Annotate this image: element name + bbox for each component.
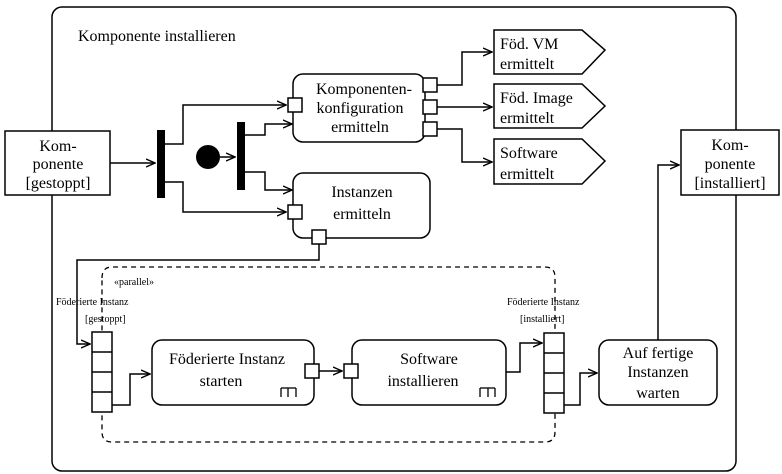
initial-node bbox=[196, 145, 220, 169]
flows bbox=[76, 52, 679, 406]
rake-icon bbox=[280, 387, 297, 397]
signal-image bbox=[493, 83, 607, 129]
expansion-region bbox=[101, 266, 556, 443]
pin-instances-out bbox=[311, 229, 327, 245]
action-config-line-3: ermitteln bbox=[331, 119, 389, 136]
action-instances-line-1: Instanzen bbox=[331, 184, 392, 201]
pin-start-out bbox=[304, 363, 320, 379]
signal-image-line-1: Föd. Image bbox=[500, 90, 573, 107]
collection-in-label-1: Föderierte Instanz bbox=[56, 297, 129, 308]
output-param-line-3: [installiert] bbox=[694, 175, 765, 192]
pin-config-out-1 bbox=[422, 77, 438, 93]
region-label: «parallel» bbox=[114, 277, 154, 288]
action-install-line-1: Software bbox=[400, 351, 458, 368]
pin-install-in bbox=[343, 363, 359, 379]
pin-config-out-2 bbox=[422, 99, 438, 115]
input-param-line-1: Kom- bbox=[39, 138, 76, 155]
pin-config-out-3 bbox=[422, 121, 438, 137]
collection-out bbox=[543, 332, 565, 414]
input-param-line-3: [gestoppt] bbox=[26, 175, 91, 192]
join-bar bbox=[237, 122, 245, 190]
collection-out-label-2: [installiert] bbox=[520, 314, 564, 325]
signal-vm bbox=[493, 29, 607, 75]
collection-in-label-2: [gestoppt] bbox=[85, 314, 126, 325]
activity-title: Komponente installieren bbox=[78, 28, 236, 45]
rake-icon bbox=[479, 387, 496, 397]
action-start-line-1: Föderierte Instanz bbox=[169, 351, 285, 368]
action-instances-line-2: ermitteln bbox=[333, 206, 391, 223]
signal-image-line-2: ermittelt bbox=[500, 110, 555, 127]
input-parameter-node bbox=[4, 130, 111, 196]
signal-vm-line-2: ermittelt bbox=[500, 56, 555, 73]
pin-config-in bbox=[287, 97, 303, 113]
signal-vm-line-1: Föd. VM bbox=[500, 36, 558, 53]
action-config-line-2: konfiguration bbox=[316, 100, 403, 117]
action-wait-line-3: warten bbox=[636, 385, 680, 402]
action-install-line-2: installieren bbox=[387, 373, 458, 390]
action-wait-line-2: Instanzen bbox=[627, 364, 688, 381]
signal-software-line-2: ermittelt bbox=[500, 166, 555, 183]
action-config-line-1: Komponenten- bbox=[316, 81, 412, 98]
pin-instances-in bbox=[287, 204, 303, 220]
output-parameter-node bbox=[680, 129, 780, 196]
fork-bar bbox=[157, 130, 165, 198]
signal-software-line-1: Software bbox=[500, 145, 558, 162]
collection-out-label-1: Föderierte Instanz bbox=[507, 297, 580, 308]
action-wait-line-1: Auf fertige bbox=[623, 345, 694, 362]
output-param-line-1: Kom- bbox=[711, 137, 748, 154]
output-param-line-2: ponente bbox=[705, 156, 756, 173]
input-param-line-2: ponente bbox=[33, 156, 84, 173]
action-start-line-2: starten bbox=[200, 373, 243, 390]
collection-in bbox=[91, 331, 113, 413]
signal-software bbox=[493, 138, 607, 185]
